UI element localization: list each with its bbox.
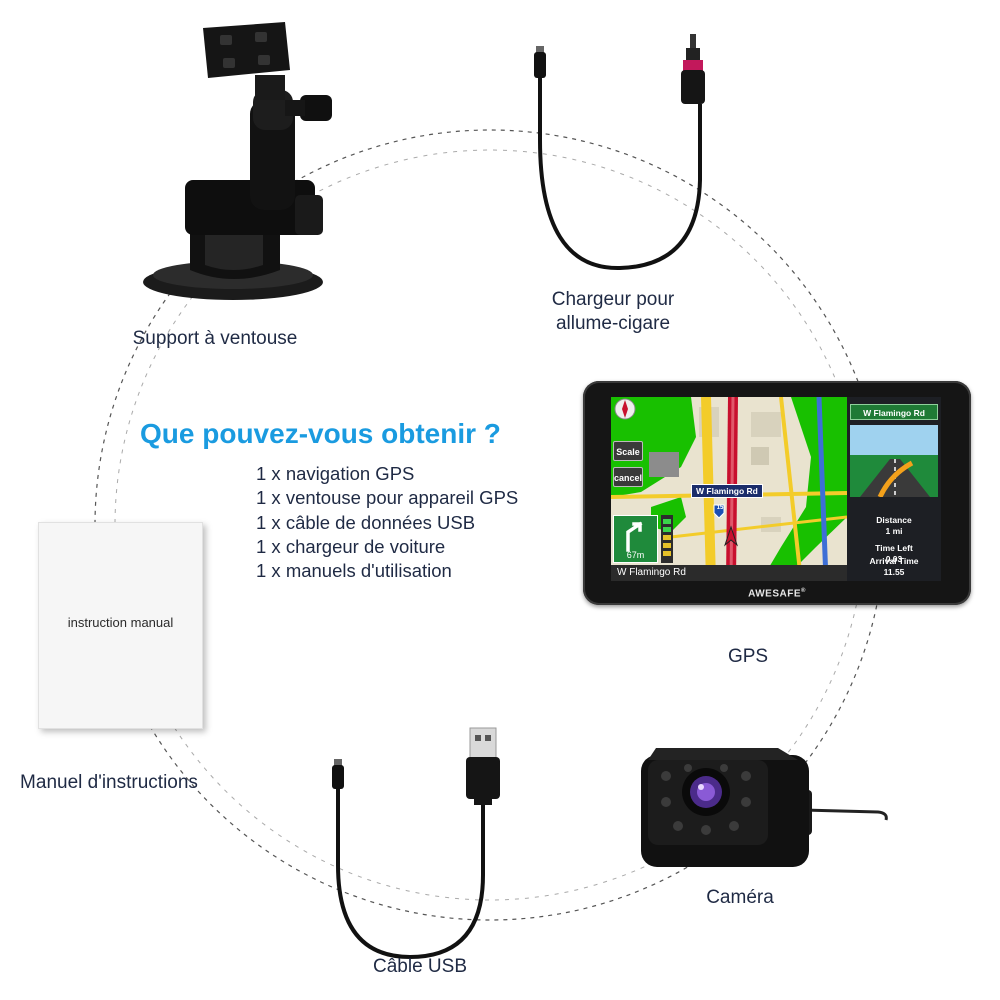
road-preview-image (850, 425, 938, 497)
road-preview (850, 425, 938, 497)
distance-value: 1 mi (885, 526, 903, 536)
map-street-label: W Flamingo Rd (691, 484, 763, 498)
turn-distance: 67m (626, 550, 645, 560)
manual-label: Manuel d'instructions (20, 772, 198, 793)
arrival-time-label: Arrival Time (869, 556, 919, 566)
manual-cover-text: instruction manual (67, 615, 174, 630)
lane-level-icon (663, 519, 671, 556)
distance-label: Distance (876, 515, 912, 525)
page-headline: Que pouvez-vous obtenir ? (140, 418, 501, 449)
usb-cable-image (332, 727, 500, 960)
list-item: 1 x câble de données USB (256, 511, 476, 533)
turn-arrow-icon (626, 521, 643, 552)
car-charger-label-line1: Chargeur pour (551, 289, 675, 310)
route-shield: 15 (716, 505, 724, 511)
cancel-button[interactable]: cancel (613, 467, 643, 487)
trip-info-panel: W Flamingo Rd Distance 1 mi Time Left 0.… (847, 397, 941, 581)
rear-camera-image (641, 748, 888, 867)
list-item: 1 x chargeur de voiture (256, 535, 446, 557)
time-left-label: Time Left (875, 543, 913, 553)
list-item: 1 x navigation GPS (256, 463, 415, 484)
gps-device-image: W Flamingo Rd 15 Scale cancel 67m W Flam… (583, 381, 971, 605)
current-street: W Flamingo Rd (611, 565, 847, 581)
scale-button[interactable]: Scale (613, 441, 643, 461)
instruction-manual-image: instruction manual (38, 522, 203, 729)
camera-label: Caméra (706, 887, 774, 908)
brand-logo: AWESAFE® (748, 587, 806, 599)
list-item: 1 x ventouse pour appareil GPS (256, 487, 519, 509)
suction-mount-label: Support à ventouse (132, 328, 298, 349)
car-charger-label: Chargeur pour allume-cigare (513, 288, 713, 336)
car-charger-image (534, 34, 705, 271)
suction-mount-image (143, 22, 332, 300)
gps-screen: W Flamingo Rd 15 Scale cancel 67m W Flam… (611, 397, 941, 581)
registered-mark: ® (801, 587, 806, 594)
turn-indicator: 67m (613, 515, 658, 563)
car-charger-label-line2: allume-cigare (555, 313, 671, 334)
arrival-time-value: 11.55 (883, 567, 905, 577)
list-item: 1 x manuels d'utilisation (256, 560, 452, 582)
gps-label: GPS (727, 646, 769, 667)
next-street-banner: W Flamingo Rd (850, 404, 938, 420)
lane-indicator (661, 515, 673, 563)
package-contents-list: 1 x navigation GPS 1 x ventouse pour app… (256, 462, 518, 583)
time-left-value: 0.03 (885, 554, 903, 564)
usb-cable-label: Câble USB (373, 956, 467, 977)
